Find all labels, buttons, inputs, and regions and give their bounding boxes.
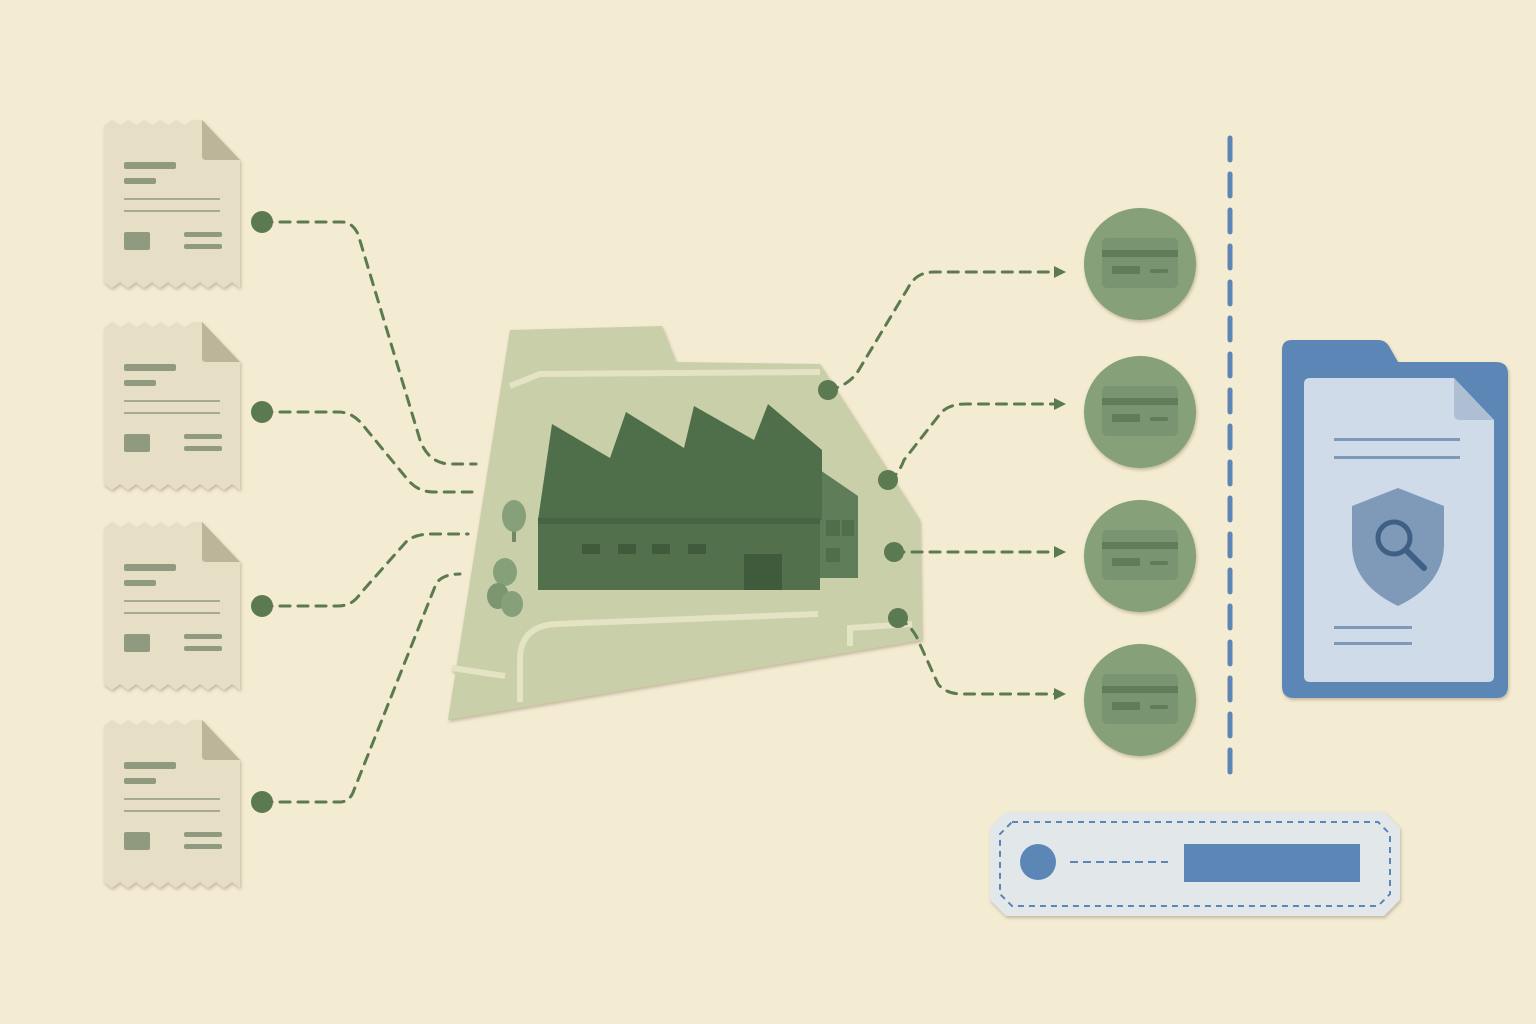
connector-node <box>251 211 273 233</box>
connector-node <box>251 401 273 423</box>
card-list <box>1084 208 1196 756</box>
credit-card-icon[interactable] <box>1084 500 1196 612</box>
connector-node <box>251 791 273 813</box>
factory-icon <box>538 404 858 590</box>
shield-search-icon <box>1352 488 1444 606</box>
site-road <box>508 369 821 389</box>
connector-node <box>878 470 898 490</box>
connector-receipt-2 <box>260 410 474 494</box>
credit-card-icon[interactable] <box>1084 644 1196 756</box>
audit-folder[interactable] <box>1282 340 1508 698</box>
connector-receipt-3 <box>260 532 470 608</box>
receipt-icon[interactable] <box>104 120 240 288</box>
credit-card-icon[interactable] <box>1084 356 1196 468</box>
connector-receipt-1 <box>260 220 478 466</box>
connector-node <box>251 595 273 617</box>
progress-bar <box>1184 844 1360 882</box>
receipt-list <box>104 120 240 888</box>
connector-receipt-4 <box>260 572 462 804</box>
connector-node <box>884 542 904 562</box>
receipt-icon[interactable] <box>104 720 240 888</box>
connector-card-4 <box>896 616 1066 700</box>
tree-icon <box>502 500 526 542</box>
toggle-knob[interactable] <box>1020 844 1056 880</box>
receipt-icon[interactable] <box>104 322 240 490</box>
receipt-nodes <box>251 211 273 813</box>
credit-card-icon[interactable] <box>1084 208 1196 320</box>
factory-site[interactable] <box>448 326 922 720</box>
connector-node <box>888 608 908 628</box>
connector-card-1 <box>826 266 1066 392</box>
connector-node <box>818 380 838 400</box>
status-bar <box>990 812 1400 916</box>
site-road <box>451 665 506 679</box>
connector-card-2 <box>886 398 1066 482</box>
receipt-icon[interactable] <box>104 522 240 690</box>
tree-icon <box>487 558 523 617</box>
input-connectors <box>260 220 478 804</box>
site-road <box>517 611 819 702</box>
site-nodes <box>818 380 908 628</box>
